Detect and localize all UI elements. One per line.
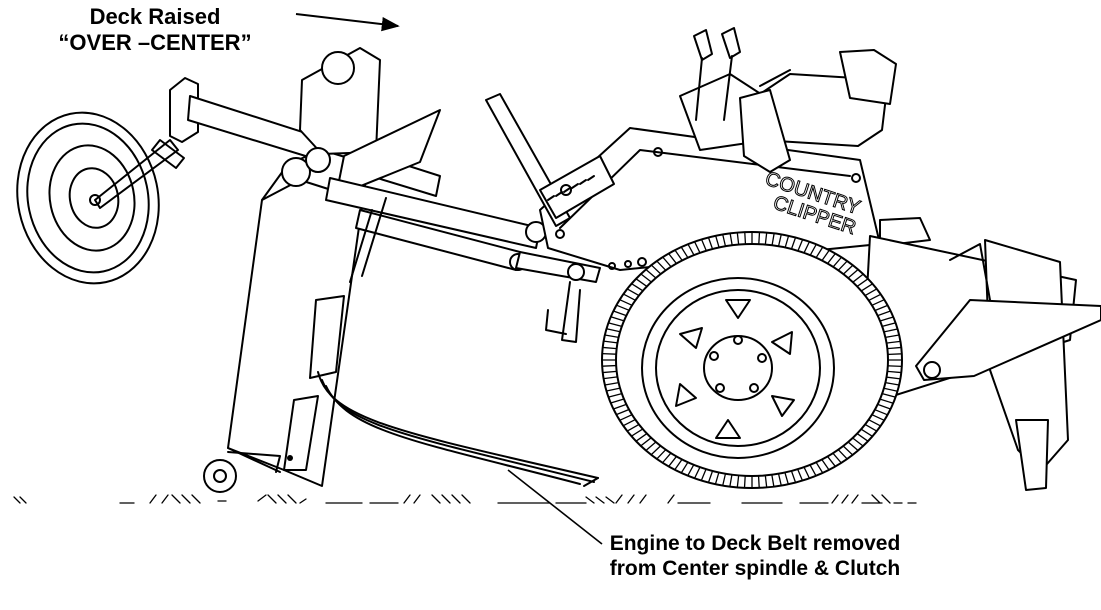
- tread-block: [640, 437, 657, 452]
- tread-block: [821, 455, 836, 471]
- tread-block: [886, 346, 903, 356]
- steering-levers: [693, 27, 741, 121]
- tread-block: [668, 249, 683, 265]
- tread-block: [674, 458, 689, 474]
- tread-block: [707, 235, 720, 250]
- tread-block: [605, 387, 623, 398]
- tread-block: [615, 408, 633, 421]
- tread-block: [867, 414, 885, 427]
- front-caster-wheel: [16, 111, 179, 285]
- tread-block: [757, 474, 768, 489]
- belt-leader-line: [507, 469, 603, 545]
- tread-block: [847, 268, 864, 283]
- tread-block: [722, 232, 733, 247]
- tread-block: [842, 441, 859, 456]
- tread-block: [635, 273, 652, 288]
- tread-block: [832, 449, 848, 464]
- tread-block: [602, 340, 619, 350]
- tread-block: [610, 398, 628, 410]
- tread-block: [883, 381, 900, 392]
- tread-block: [604, 328, 621, 339]
- tread-block: [602, 376, 620, 386]
- tread-block: [714, 471, 727, 487]
- tread-block: [700, 468, 714, 484]
- tread-block: [874, 403, 892, 416]
- tread-block: [656, 256, 672, 271]
- tread-block: [687, 464, 701, 479]
- tread-block: [876, 310, 894, 322]
- deck-raised-label: Deck Raised “OVER –CENTER”: [30, 4, 280, 56]
- tread-block: [622, 418, 640, 432]
- tread-block: [881, 322, 899, 333]
- tread-block: [815, 246, 830, 262]
- tread-block: [729, 474, 740, 489]
- tread-block: [612, 304, 630, 317]
- tread-block: [790, 236, 804, 252]
- tread-block: [764, 231, 775, 246]
- tread-block: [803, 241, 817, 256]
- tread-block: [837, 260, 854, 275]
- tread-block: [650, 445, 667, 460]
- tread-block: [884, 334, 902, 344]
- lift-handle: [485, 93, 615, 227]
- tread-block: [607, 316, 625, 327]
- tread-block: [809, 461, 824, 477]
- tread-block: [852, 432, 869, 447]
- rear-drive-wheel: [601, 231, 903, 489]
- tread-block: [860, 423, 878, 437]
- tread-block: [743, 475, 753, 489]
- deck-raised-label-line2: “OVER –CENTER”: [58, 29, 252, 55]
- ground-line: [13, 494, 917, 504]
- tread-block: [879, 393, 897, 404]
- tread-block: [777, 233, 790, 249]
- tread-block: [619, 293, 637, 306]
- tread-block: [771, 473, 782, 488]
- tread-block: [601, 364, 618, 374]
- belt-removed-label-line1: Engine to Deck Belt removed: [609, 532, 901, 555]
- deck-raised-label-line1: Deck Raised: [89, 4, 221, 29]
- belt-removed-label-line2: from Center spindle & Clutch: [609, 556, 901, 580]
- tread-block: [751, 231, 761, 245]
- lift-linkage: [325, 177, 601, 343]
- tread-block: [856, 278, 874, 292]
- operator-seat: [679, 49, 897, 173]
- tread-block: [680, 243, 695, 259]
- tread-block: [784, 470, 797, 485]
- tread-block: [661, 452, 678, 468]
- direction-arrow: [295, 13, 400, 32]
- tread-block: [797, 466, 811, 482]
- tread-block: [826, 252, 843, 268]
- tread-block: [864, 288, 882, 302]
- tread-block: [871, 299, 889, 312]
- main-frame: [539, 127, 1101, 491]
- deck-belt: [317, 371, 599, 487]
- tread-block: [693, 238, 707, 254]
- tread-block: [601, 352, 617, 361]
- belt-removed-label: Engine to Deck Belt removed from Center …: [590, 532, 920, 582]
- tread-block: [626, 283, 644, 297]
- mower-deck: [203, 47, 441, 493]
- tread-block: [885, 370, 902, 380]
- tread-block: [645, 264, 662, 279]
- tread-block: [630, 428, 648, 442]
- tread-block: [736, 231, 747, 246]
- tread-block: [887, 359, 903, 368]
